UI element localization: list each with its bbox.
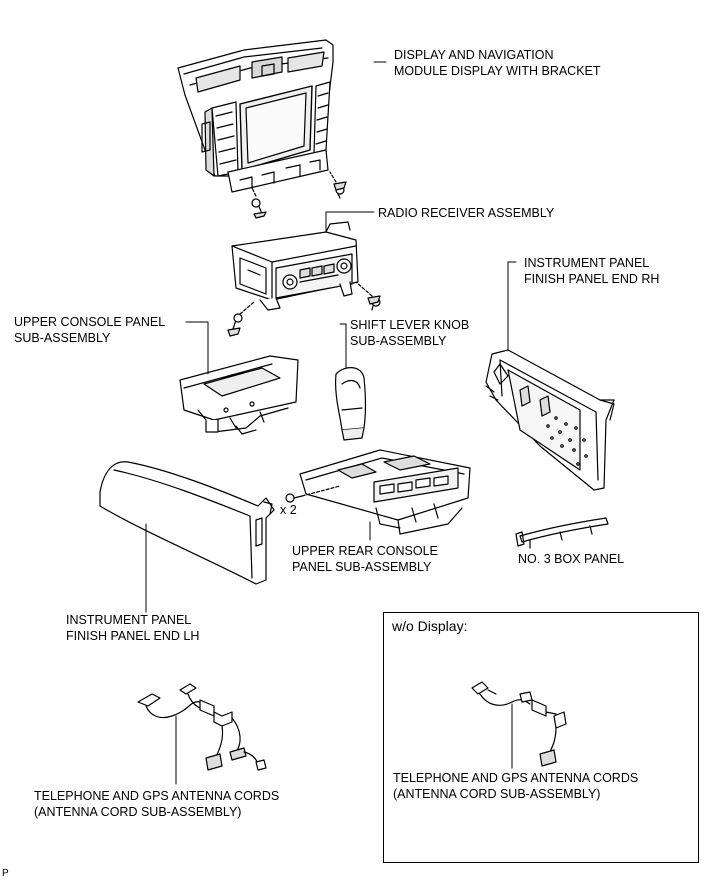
label-quantity: x 2 bbox=[280, 502, 297, 518]
label-line: INSTRUMENT PANEL bbox=[66, 613, 192, 627]
instrument-panel-lh-part bbox=[99, 461, 275, 585]
shift-lever-knob-part bbox=[335, 367, 367, 441]
label-line: INSTRUMENT PANEL bbox=[524, 256, 650, 270]
label-upper-rear-console: UPPER REAR CONSOLE PANEL SUB-ASSEMBLY bbox=[292, 543, 438, 575]
antenna-cord-inset-part bbox=[471, 681, 567, 767]
label-antenna-inset: TELEPHONE AND GPS ANTENNA CORDS (ANTENNA… bbox=[393, 770, 638, 802]
box-panel-part bbox=[515, 517, 609, 549]
label-line: FINISH PANEL END RH bbox=[524, 272, 660, 286]
upper-console-panel-part bbox=[179, 355, 299, 435]
label-line: PANEL SUB-ASSEMBLY bbox=[292, 560, 432, 574]
label-antenna-left: TELEPHONE AND GPS ANTENNA CORDS (ANTENNA… bbox=[34, 788, 279, 820]
label-display-module: DISPLAY AND NAVIGATION MODULE DISPLAY WI… bbox=[394, 47, 601, 79]
label-radio-receiver: RADIO RECEIVER ASSEMBLY bbox=[378, 205, 554, 221]
leader-radio bbox=[325, 211, 375, 233]
label-line: (ANTENNA CORD SUB-ASSEMBLY) bbox=[34, 805, 242, 819]
inset-box-without-display: w/o Display: bbox=[383, 612, 699, 863]
label-line: UPPER CONSOLE PANEL bbox=[14, 315, 166, 329]
upper-rear-console-part bbox=[285, 449, 471, 535]
display-module-part bbox=[177, 39, 347, 219]
label-instrument-rh: INSTRUMENT PANEL FINISH PANEL END RH bbox=[524, 255, 659, 287]
radio-receiver-part bbox=[227, 221, 381, 337]
label-line: SUB-ASSEMBLY bbox=[14, 331, 111, 345]
label-shift-knob: SHIFT LEVER KNOB SUB-ASSEMBLY bbox=[350, 317, 469, 349]
label-line: MODULE DISPLAY WITH BRACKET bbox=[394, 64, 601, 78]
leader-rh bbox=[507, 261, 517, 351]
label-line: RADIO RECEIVER ASSEMBLY bbox=[378, 206, 555, 220]
leader-lines bbox=[145, 61, 517, 785]
antenna-cord-left-part bbox=[137, 683, 267, 771]
label-line: NO. 3 BOX PANEL bbox=[518, 552, 625, 566]
label-line: TELEPHONE AND GPS ANTENNA CORDS bbox=[34, 789, 280, 803]
label-line: DISPLAY AND NAVIGATION bbox=[394, 48, 554, 62]
figure-code: P bbox=[2, 868, 9, 879]
label-box-panel: NO. 3 BOX PANEL bbox=[518, 551, 624, 567]
inset-title: w/o Display: bbox=[392, 618, 468, 634]
label-instrument-lh: INSTRUMENT PANEL FINISH PANEL END LH bbox=[66, 612, 199, 644]
label-upper-console: UPPER CONSOLE PANEL SUB-ASSEMBLY bbox=[14, 314, 165, 346]
instrument-panel-rh-part bbox=[485, 349, 615, 491]
label-line: x 2 bbox=[280, 503, 297, 517]
label-line: SUB-ASSEMBLY bbox=[350, 334, 447, 348]
label-line: TELEPHONE AND GPS ANTENNA CORDS bbox=[393, 771, 639, 785]
label-line: FINISH PANEL END LH bbox=[66, 629, 200, 643]
label-line: (ANTENNA CORD SUB-ASSEMBLY) bbox=[393, 787, 601, 801]
label-line: UPPER REAR CONSOLE bbox=[292, 544, 438, 558]
label-line: SHIFT LEVER KNOB bbox=[350, 318, 470, 332]
